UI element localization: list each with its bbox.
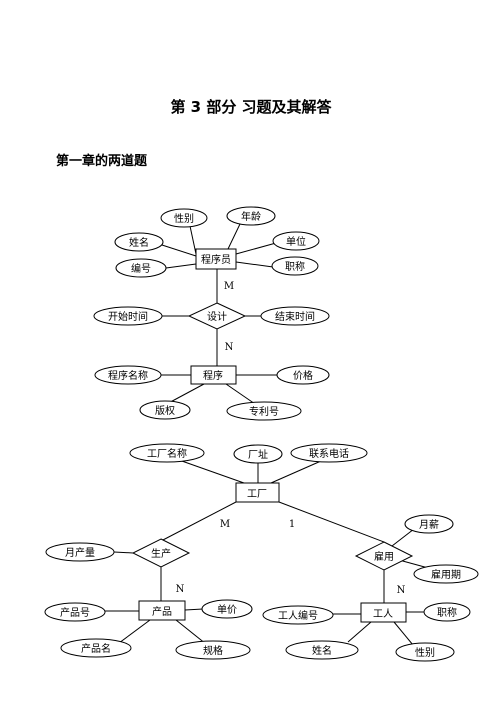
attr-id-ellipse xyxy=(115,258,167,278)
attr-title-ellipse xyxy=(271,256,319,276)
attr-product-name-ellipse xyxy=(60,638,132,658)
entity-factory-box xyxy=(235,482,280,503)
entity-product-box xyxy=(138,600,186,621)
attr-age-ellipse xyxy=(226,206,276,226)
attr-start-time-ellipse xyxy=(93,306,163,326)
attr-copyright-ellipse xyxy=(139,400,191,420)
diagram2-nodes: 工厂名称 厂址 联系电话 工厂 M 1 月薪 月产量 生产 雇用 雇用期 N N… xyxy=(44,443,479,662)
attr-worker-title-label: 职称 xyxy=(437,606,457,619)
attr-patent-no-label: 专利号 xyxy=(249,405,279,418)
attr-worker-no-label: 工人编号 xyxy=(278,609,318,622)
attr-factory-name-ellipse xyxy=(129,443,205,463)
cardinality-n-left-label: N xyxy=(176,584,185,595)
attr-worker-gender-label: 性别 xyxy=(415,646,435,659)
relation-design-label: 设计 xyxy=(207,310,227,323)
attr-worker-gender-ellipse xyxy=(395,642,455,662)
attr-copyright-label: 版权 xyxy=(155,404,175,417)
attr-product-name-label: 产品名 xyxy=(81,642,111,655)
attr-id-label: 编号 xyxy=(131,262,151,275)
attr-name-label: 姓名 xyxy=(129,236,149,249)
attr-end-time-label: 结束时间 xyxy=(275,310,315,323)
cardinality-n-right-label: N xyxy=(397,585,406,596)
attr-unit-price-label: 单价 xyxy=(217,604,237,616)
relation-employ-diamond xyxy=(354,541,414,571)
section-subheading: 第一章的两道题 xyxy=(56,154,148,169)
relation-design-diamond xyxy=(187,302,247,330)
entity-programmer-box xyxy=(195,248,237,270)
attr-price-label: 价格 xyxy=(293,369,313,382)
relation-employ-label: 雇用 xyxy=(374,550,394,563)
attr-product-no-label: 产品号 xyxy=(60,606,90,619)
attr-address-label: 厂址 xyxy=(248,448,268,461)
attr-worker-title-ellipse xyxy=(423,602,471,622)
attr-program-name-ellipse xyxy=(94,365,162,385)
attr-unit-price-ellipse xyxy=(201,599,253,619)
attr-employ-period-label: 雇用期 xyxy=(431,568,461,581)
entity-programmer-label: 程序员 xyxy=(201,253,231,266)
attr-worker-name-label: 姓名 xyxy=(312,644,332,657)
attr-monthly-salary-ellipse xyxy=(404,514,454,534)
entity-worker-label: 工人 xyxy=(373,608,393,620)
attr-phone-ellipse xyxy=(290,443,368,463)
attr-name-ellipse xyxy=(114,232,164,252)
page-heading: 第 3 部分 习题及其解答 xyxy=(170,98,332,116)
attr-title-label: 职称 xyxy=(285,260,305,273)
attr-factory-name-label: 工厂名称 xyxy=(147,447,187,460)
attr-employ-period-ellipse xyxy=(413,564,479,584)
cardinality-1-label: 1 xyxy=(289,519,295,530)
attr-monthly-output-label: 月产量 xyxy=(65,546,95,559)
attr-end-time-ellipse xyxy=(260,306,330,326)
attr-address-ellipse xyxy=(233,444,283,464)
attr-worker-no-ellipse xyxy=(262,605,334,625)
attr-product-no-ellipse xyxy=(44,602,106,622)
cardinality-m-label: M xyxy=(224,281,234,292)
entity-product-label: 产品 xyxy=(152,605,172,618)
attr-patent-no-ellipse xyxy=(226,401,302,421)
cardinality-n-label: N xyxy=(225,342,234,353)
attr-phone-label: 联系电话 xyxy=(309,447,349,460)
relation-produce-label: 生产 xyxy=(151,547,171,560)
attr-gender-ellipse xyxy=(160,208,208,228)
attr-unit-ellipse xyxy=(272,231,320,251)
entity-program-label: 程序 xyxy=(203,369,223,382)
attr-spec-label: 规格 xyxy=(203,644,223,657)
attr-monthly-salary-label: 月薪 xyxy=(419,519,439,531)
entity-program-box xyxy=(190,365,237,385)
relation-produce-diamond xyxy=(131,538,191,568)
cardinality-m2-label: M xyxy=(220,519,230,530)
attr-age-label: 年龄 xyxy=(241,210,261,223)
entity-factory-label: 工厂 xyxy=(247,489,267,500)
attr-start-time-label: 开始时间 xyxy=(108,310,148,323)
diagram1-edges xyxy=(161,223,277,407)
attr-unit-label: 单位 xyxy=(286,235,306,248)
attr-program-name-label: 程序名称 xyxy=(108,369,148,382)
attr-worker-name-ellipse xyxy=(285,640,359,660)
attr-gender-label: 性别 xyxy=(174,212,194,225)
entity-worker-box xyxy=(360,602,407,623)
attr-price-ellipse xyxy=(276,365,330,385)
attr-spec-ellipse xyxy=(175,640,251,660)
diagram1-nodes: 性别 年龄 姓名 单位 编号 职称 程序员 M 开始时间 设计 结束时间 N 程… xyxy=(93,206,330,421)
attr-monthly-output-ellipse xyxy=(45,542,115,562)
